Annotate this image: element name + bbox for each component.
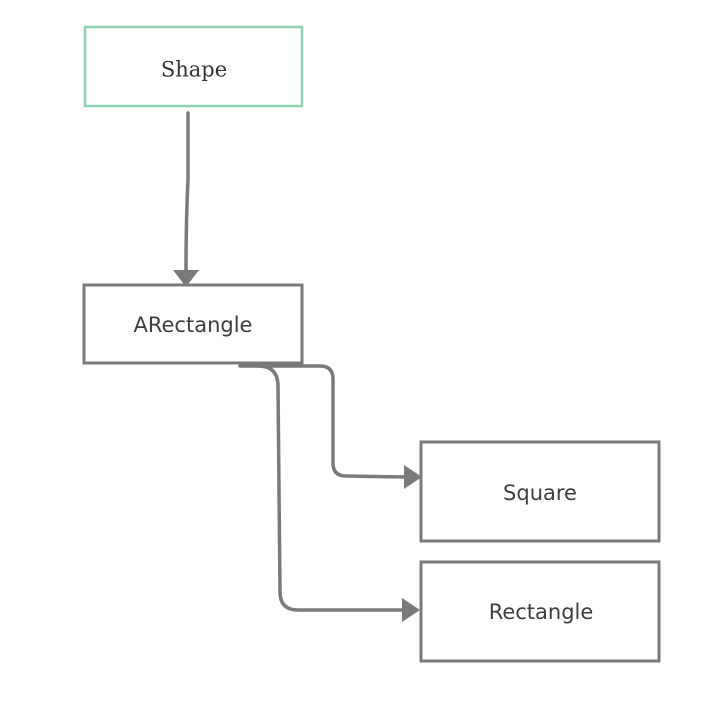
- node-arectangle[interactable]: ARectangle: [82, 283, 304, 365]
- node-rectangle-box: [419, 560, 661, 663]
- edge-arectangle-to-square-arrowhead: [404, 465, 422, 489]
- node-shape-label: Shape: [161, 58, 227, 82]
- node-square[interactable]: Square: [419, 440, 661, 543]
- node-shape[interactable]: Shape: [83, 25, 304, 108]
- node-square-box: [419, 440, 661, 543]
- node-arectangle-label: ARectangle: [134, 313, 253, 337]
- node-square-label: Square: [503, 481, 577, 505]
- node-arectangle-box: [82, 283, 304, 365]
- edge-shape-to-arectangle-arrowhead: [173, 270, 199, 287]
- edge-arectangle-to-rectangle: [256, 364, 420, 622]
- edge-arectangle-to-square-line: [238, 364, 409, 479]
- edge-arectangle-to-square: [238, 364, 422, 489]
- node-rectangle-label: Rectangle: [489, 600, 594, 624]
- edge-arectangle-to-rectangle-arrowhead: [402, 598, 420, 622]
- edge-shape-to-arectangle-line: [184, 111, 190, 274]
- edge-arectangle-to-rectangle-line: [256, 364, 407, 612]
- edge-shape-to-arectangle: [173, 111, 199, 287]
- node-shape-box: [83, 25, 304, 108]
- node-rectangle[interactable]: Rectangle: [419, 560, 661, 663]
